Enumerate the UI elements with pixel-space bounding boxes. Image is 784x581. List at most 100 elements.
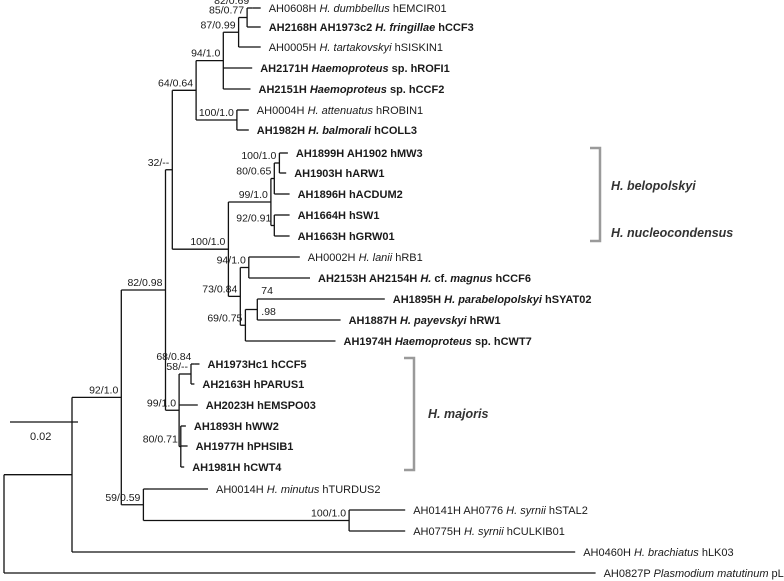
tip-label-part-t_AH1973Hc1-0: AH1973Hc1 hCCF5 [208, 359, 307, 371]
tip-label-part-t_AH0014H-1: H. minutus [267, 484, 320, 496]
tip-label-part-t_AH2163H-0: AH2163H hPARUS1 [202, 379, 304, 391]
support-n12: 85/0.77 [209, 5, 244, 17]
tip-label-part-t_AH1895H-0: AH1895H [393, 294, 444, 306]
tip-label-part-t_AH1974H-1: Haemoproteus [395, 336, 472, 348]
tip-label-t_AH1977H: AH1977H hPHSIB1 [196, 441, 294, 453]
tip-label-part-t_AH1977H-0: AH1977H hPHSIB1 [196, 441, 294, 453]
group-label-nucleocondensus: H. nucleocondensus [611, 226, 733, 240]
group-label-majoris: H. majoris [428, 407, 488, 421]
support-n6: 99/1.0 [147, 397, 176, 409]
tip-label-part-t_AH0004H-2: hROBIN1 [373, 105, 423, 117]
tip-label-part-t_AH0460H-2: hLK03 [699, 547, 734, 559]
tip-label-part-t_AH2153H-4: hCCF6 [492, 273, 531, 285]
tip-label-part-t_AH0141H-0: AH0141H AH0776 [413, 505, 506, 517]
tip-label-t_AH2168H: AH2168H AH1973c2 H. fringillae hCCF3 [269, 22, 474, 34]
tip-label-part-t_AH2171H-0: AH2171H [260, 63, 311, 75]
support-n8: 100/1.0 [190, 236, 225, 248]
tip-label-part-t_AH2153H-1: H. [420, 273, 431, 285]
tip-label-part-t_AH1982H-0: AH1982H [257, 125, 308, 137]
tip-label-part-t_AH0005H-0: AH0005H [269, 42, 320, 54]
tip-label-part-t_AH0141H-2: hSTAL2 [546, 505, 588, 517]
tip-label-t_AH1903H: AH1903H hARW1 [294, 168, 384, 180]
support-n14: 99/1.0 [239, 189, 268, 201]
tip-label-t_AH1663H: AH1663H hGRW01 [298, 231, 395, 243]
tip-label-part-t_AH1896H-0: AH1896H hACDUM2 [298, 189, 403, 201]
tip-label-part-t_AH0014H-2: hTURDUS2 [319, 484, 380, 496]
support-n5: 32/-- [148, 157, 170, 169]
tip-label-part-t_AH2168H-2: hCCF3 [435, 22, 474, 34]
tip-label-part-t_AH0608H-1: H. dumbbellus [319, 3, 390, 15]
tip-label-part-t_AH1895H-2: hSYAT02 [542, 294, 592, 306]
bracket-majoris [404, 356, 416, 472]
tip-label-part-t_AH2153H-3: magnus [450, 273, 492, 285]
tip-label-t_AH2151H: AH2151H Haemoproteus sp. hCCF2 [259, 84, 445, 96]
tip-label-part-t_AH0775H-0: AH0775H [413, 526, 464, 538]
support-n15: 73/0.84 [202, 283, 237, 295]
support-n19: 94/1.0 [217, 255, 246, 267]
tip-label-part-t_AH2151H-0: AH2151H [259, 84, 310, 96]
tip-label-part-t_AH2171H-2: sp. hROFI1 [389, 63, 450, 75]
support-n17: 92/0.91 [236, 213, 271, 225]
tip-label-part-t_AH0141H-1: H. syrnii [506, 505, 546, 517]
tip-label-part-t_AH1982H-2: hCOLL3 [371, 125, 417, 137]
tip-label-part-t_AH0827P-1: Plasmodium matutinum [654, 568, 769, 580]
tip-label-t_AH0004H: AH0004H H. attenuatus hROBIN1 [257, 105, 423, 117]
tip-label-t_AH0141H: AH0141H AH0776 H. syrnii hSTAL2 [413, 505, 588, 517]
tip-label-t_AH2163H: AH2163H hPARUS1 [202, 379, 304, 391]
support-n26: 100/1.0 [311, 508, 346, 520]
tip-label-t_AH0005H: AH0005H H. tartakovskyi hSISKIN1 [269, 42, 443, 54]
tip-label-part-t_AH0014H-0: AH0014H [216, 484, 267, 496]
support-n2: 92/1.0 [89, 384, 118, 396]
tip-label-t_AH0014H: AH0014H H. minutus hTURDUS2 [216, 484, 380, 496]
support-n23: 80/0.71 [143, 434, 178, 446]
tip-label-t_AH2153H: AH2153H AH2154H H. cf. magnus hCCF6 [318, 273, 531, 285]
tip-label-part-t_AH0608H-2: hEMCIR01 [390, 3, 447, 15]
tip-label-part-t_AH1974H-2: sp. hCWT7 [472, 336, 532, 348]
support-n10: 100/1.0 [199, 107, 234, 119]
tip-label-part-t_AH0827P-0: AH0827P [604, 568, 654, 580]
support-n18: 100/1.0 [241, 150, 276, 162]
support-n22: 58/-- [166, 361, 188, 373]
tip-label-part-t_AH1664H-0: AH1664H hSW1 [298, 210, 380, 222]
support-n13: 82/0.69 [214, 0, 249, 7]
tip-label-part-t_AH1981H-0: AH1981H hCWT4 [192, 462, 282, 474]
support-n16: 80/0.65 [236, 166, 271, 178]
tip-label-part-t_AH0002H-0: AH0002H [308, 252, 359, 264]
tip-label-part-t_AH1887H-2: hRW1 [467, 315, 501, 327]
support-n9: 94/1.0 [191, 48, 220, 60]
tip-label-part-t_AH0608H-0: AH0608H [269, 3, 320, 15]
tip-label-part-t_AH0460H-0: AH0460H [583, 547, 634, 559]
tip-label-part-t_AH1893H-0: AH1893H hWW2 [194, 421, 279, 433]
tip-label-part-t_AH2151H-1: Haemoproteus [310, 84, 387, 96]
tip-label-t_AH2171H: AH2171H Haemoproteus sp. hROFI1 [260, 63, 450, 75]
group-bracket-belopolskyi: H. belopolskyi H. nucleocondensus [590, 146, 733, 243]
scale-bar: 0.02 [10, 421, 78, 443]
tip-label-t_AH2023H: AH2023H hEMSPO03 [206, 400, 316, 412]
tip-label-part-t_AH0827P-2: pLINN1 [768, 568, 784, 580]
tip-label-part-t_AH1982H-1: H. balmorali [308, 125, 372, 137]
tip-label-part-t_AH2168H-1: H. fringillae [375, 22, 435, 34]
tip-label-t_AH1664H: AH1664H hSW1 [298, 210, 380, 222]
support-n11: 87/0.99 [201, 19, 236, 31]
tip-label-t_AH1973Hc1: AH1973Hc1 hCCF5 [208, 359, 307, 371]
tip-label-part-t_AH0004H-1: H. attenuatus [308, 105, 374, 117]
support-n7: 64/0.64 [158, 77, 193, 89]
tip-label-t_AH1982H: AH1982H H. balmorali hCOLL3 [257, 125, 417, 137]
tip-label-t_AH1981H: AH1981H hCWT4 [192, 462, 282, 474]
tip-label-part-t_AH2153H-2: cf. [431, 273, 450, 285]
tip-label-part-t_AH1903H-0: AH1903H hARW1 [294, 168, 384, 180]
tip-label-part-t_AH0005H-1: H. tartakovskyi [319, 42, 392, 54]
tip-label-t_AH0460H: AH0460H H. brachiatus hLK03 [583, 547, 733, 559]
tip-label-part-t_AH1663H-0: AH1663H hGRW01 [298, 231, 395, 243]
tip-label-t_AH1895H: AH1895H H. parabelopolskyi hSYAT02 [393, 294, 592, 306]
tip-label-part-t_AH0002H-2: hRB1 [392, 252, 423, 264]
tip-label-part-t_AH0775H-2: hCULKIB01 [504, 526, 565, 538]
tip-label-t_AH1896H: AH1896H hACDUM2 [298, 189, 403, 201]
tip-label-part-t_AH1887H-0: AH1887H [349, 315, 400, 327]
tip-label-part-t_AH2168H-0: AH2168H AH1973c2 [269, 22, 376, 34]
tip-label-part-t_AH1974H-0: AH1974H [344, 336, 395, 348]
support-n24: 68/0.84 [156, 351, 191, 363]
tip-label-t_AH0775H: AH0775H H. syrnii hCULKIB01 [413, 526, 565, 538]
